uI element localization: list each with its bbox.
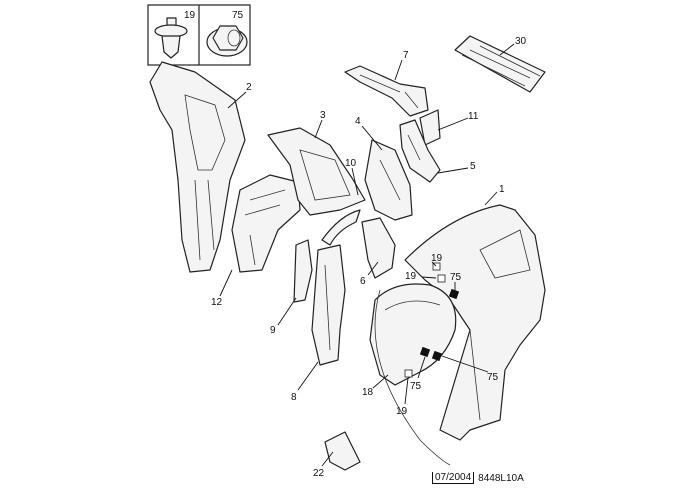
nut-marker	[431, 350, 443, 362]
part-2	[149, 61, 246, 273]
callout-22: 22	[313, 468, 325, 479]
part-4	[364, 139, 413, 221]
nut-marker	[448, 288, 460, 300]
callout-8: 8	[291, 392, 297, 403]
footer-reference: 8448L10A	[478, 472, 524, 484]
callout-1: 1	[499, 184, 505, 195]
callout-19: 19	[405, 271, 417, 282]
part-11	[419, 109, 441, 146]
callout-5: 5	[470, 161, 476, 172]
callout-4: 4	[355, 116, 361, 127]
part-9	[293, 239, 313, 303]
part-18	[369, 283, 457, 466]
callout-75: 75	[487, 372, 499, 383]
callout-3: 3	[320, 110, 326, 121]
callout-12: 12	[211, 297, 223, 308]
callouts: 30 7 2 3 4 11 10 5 1 19 75 19 6 12 9 8 1…	[211, 36, 527, 479]
callout-75: 75	[450, 272, 462, 283]
callout-7: 7	[403, 50, 409, 61]
inset-label-75: 75	[232, 10, 244, 21]
part-30	[454, 35, 546, 93]
diagram-footer: 07/2004 8448L10A	[432, 472, 524, 484]
flange-nut-icon	[206, 25, 248, 57]
clip-icon	[154, 17, 188, 59]
callout-11: 11	[468, 111, 479, 122]
clip-marker	[437, 274, 446, 283]
clip-marker	[404, 369, 413, 378]
part-5	[399, 119, 441, 183]
part-22	[324, 431, 361, 471]
callout-75: 75	[410, 381, 422, 392]
leader-lines	[219, 43, 515, 467]
callout-19: 19	[396, 406, 408, 417]
callout-18: 18	[362, 387, 374, 398]
part-12	[231, 174, 301, 273]
part-8	[311, 244, 346, 366]
footer-date: 07/2004	[432, 472, 475, 484]
inset-label-19: 19	[184, 10, 196, 21]
part-3	[267, 127, 366, 216]
callout-9: 9	[270, 325, 276, 336]
part-6	[361, 217, 396, 279]
callout-19: 19	[431, 253, 443, 264]
fastener-inset: 19 75	[147, 4, 251, 66]
part-10	[321, 209, 361, 246]
nut-marker	[419, 346, 431, 358]
callout-6: 6	[360, 276, 366, 287]
callout-2: 2	[246, 82, 252, 93]
callout-10: 10	[345, 158, 357, 169]
part-7	[344, 65, 429, 117]
callout-30: 30	[515, 36, 527, 47]
clip-marker	[432, 262, 441, 271]
